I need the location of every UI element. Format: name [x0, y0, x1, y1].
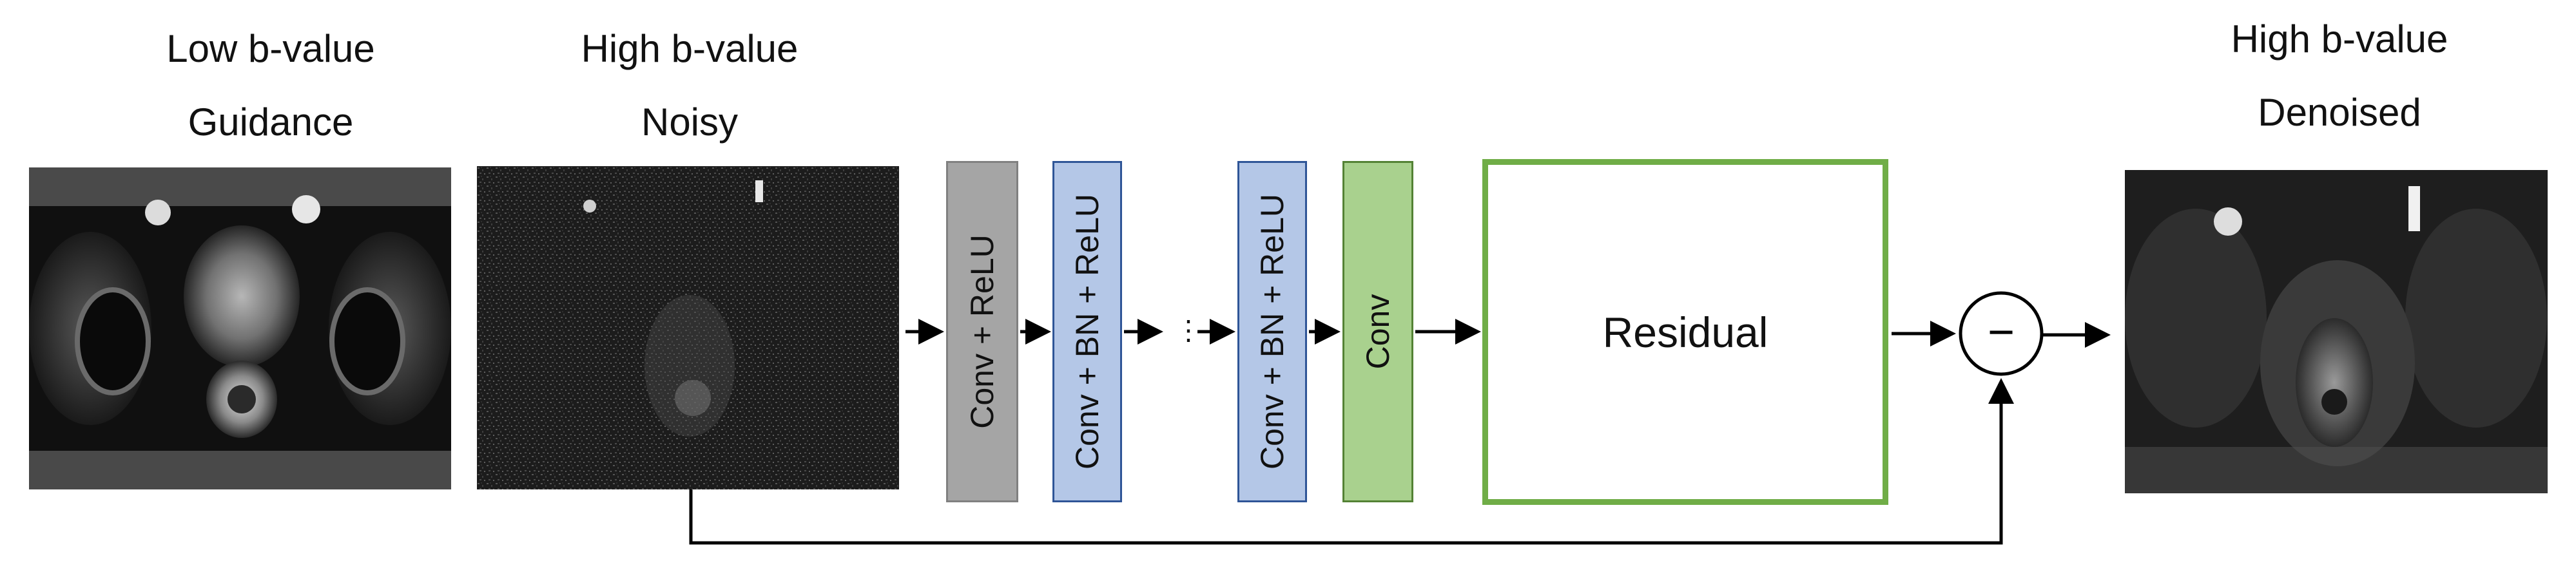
- low-b-value-caption-line2: Guidance: [188, 100, 354, 144]
- high-b-noisy-caption-line2: Noisy: [641, 100, 739, 144]
- subtract-operator: [1959, 291, 2044, 376]
- high-b-denoised-caption: High b-value Denoised: [2120, 16, 2559, 136]
- low-b-value-guidance-image: [29, 167, 451, 489]
- high-b-denoised-caption-line2: Denoised: [2258, 91, 2421, 134]
- conv-relu-layer: Conv + ReLU: [946, 161, 1018, 502]
- skip-connection: [689, 378, 2014, 545]
- high-b-value-denoised-image: [2125, 170, 2548, 493]
- residual-box: Residual: [1482, 159, 1888, 505]
- high-b-noisy-caption-line1: High b-value: [581, 27, 799, 70]
- conv-bn-relu-layer-2: Conv + BN + ReLU: [1237, 161, 1307, 502]
- high-b-value-noisy-image: [477, 166, 899, 489]
- high-b-noisy-caption: High b-value Noisy: [470, 26, 909, 146]
- conv-bn-relu-layer-1: Conv + BN + ReLU: [1052, 161, 1122, 502]
- conv-layer: Conv: [1342, 161, 1413, 502]
- residual-label: Residual: [1602, 308, 1768, 356]
- subtract-symbol: −: [1988, 307, 2015, 358]
- low-b-value-caption: Low b-value Guidance: [52, 26, 490, 146]
- high-b-denoised-caption-line1: High b-value: [2231, 17, 2448, 61]
- low-b-value-caption-line1: Low b-value: [166, 27, 375, 70]
